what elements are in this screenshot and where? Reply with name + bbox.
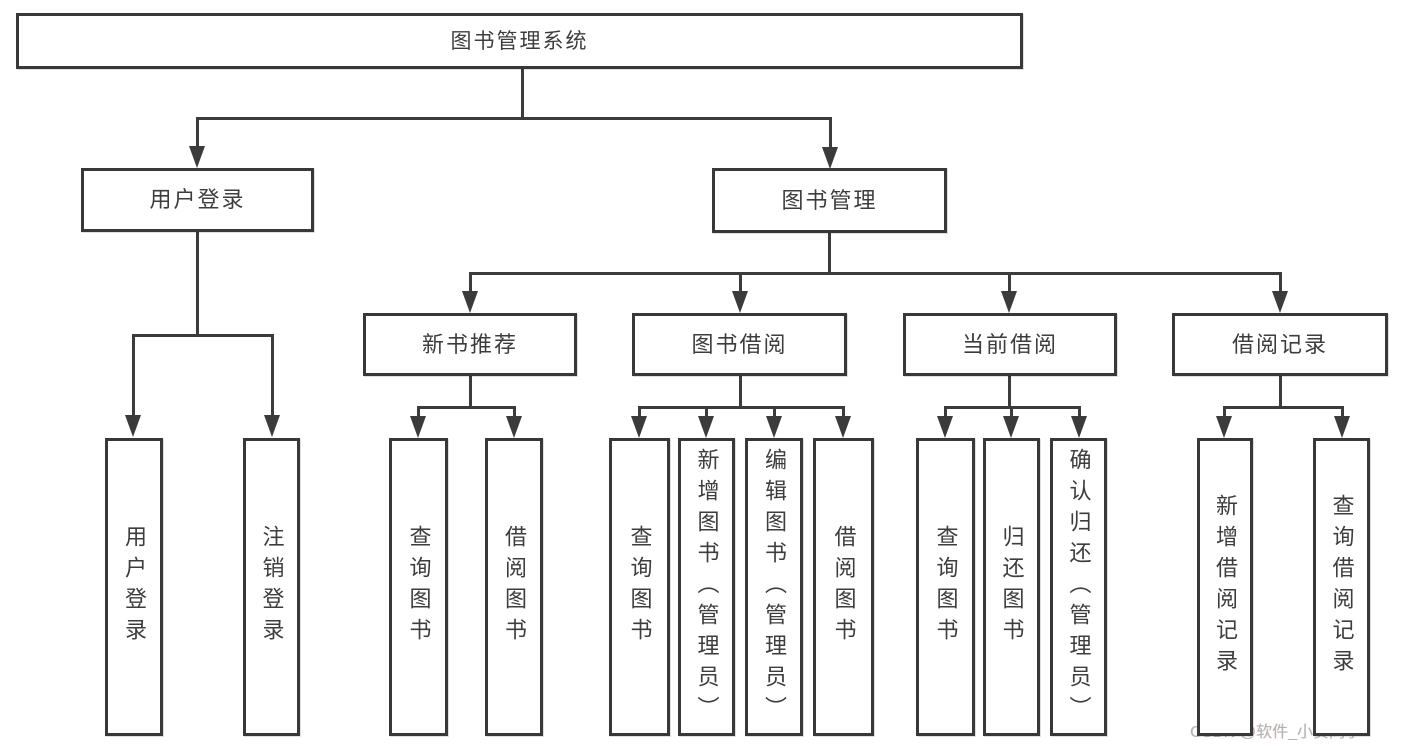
node-label-new-book-rec: 新书推荐	[421, 331, 518, 357]
connector-segment	[828, 117, 832, 148]
connector-segment	[468, 376, 472, 407]
node-label-confirm-return-admin: 确认归还（管理员）	[1066, 447, 1092, 727]
arrow-down-icon	[264, 415, 280, 437]
node-user-login: 用户登录	[81, 168, 314, 232]
node-label-query-borrow-record: 查询借阅记录	[1329, 494, 1355, 680]
node-edit-books-admin: 编辑图书（管理员）	[745, 438, 803, 736]
arrow-down-icon	[835, 416, 851, 438]
node-label-add-books-admin: 新增图书（管理员）	[694, 447, 720, 727]
node-label-add-borrow-record: 新增借阅记录	[1213, 494, 1238, 680]
node-user-login-action: 用户登录	[105, 438, 163, 736]
node-label-root: 图书管理系统	[450, 29, 589, 53]
node-label-book-mgmt: 图书管理	[781, 187, 878, 213]
node-book-mgmt: 图书管理	[712, 168, 947, 233]
arrow-down-icon	[732, 291, 748, 313]
node-borrow-books-action: 借阅图书	[813, 438, 874, 736]
connector-segment	[416, 406, 420, 417]
connector-segment	[1009, 406, 1013, 417]
node-label-user-login: 用户登录	[149, 187, 246, 212]
node-label-edit-books-admin: 编辑图书（管理员）	[762, 447, 787, 727]
node-add-books-admin: 新增图书（管理员）	[678, 438, 735, 736]
connector-segment	[943, 406, 947, 417]
arrow-down-icon	[1272, 291, 1288, 313]
connector-segment	[468, 271, 1282, 275]
arrow-down-icon	[698, 416, 714, 438]
connector-segment	[1222, 406, 1226, 417]
connector-segment	[512, 406, 516, 417]
node-label-book-borrow: 图书借阅	[691, 331, 788, 357]
node-label-return-books: 归还图书	[999, 525, 1025, 649]
connector-segment	[637, 406, 641, 417]
node-label-current-borrow: 当前借阅	[961, 331, 1058, 357]
node-label-borrow-books-new: 借阅图书	[502, 525, 527, 649]
connector-segment	[704, 406, 708, 417]
connector-segment	[270, 334, 274, 416]
connector-segment	[827, 233, 831, 273]
arrow-down-icon	[189, 146, 205, 168]
node-label-borrow-records: 借阅记录	[1231, 331, 1328, 357]
connector-segment	[841, 406, 845, 417]
node-label-logout-action: 注销登录	[259, 525, 285, 649]
node-label-query-books-current: 查询图书	[933, 525, 959, 649]
node-query-books-current: 查询图书	[916, 438, 975, 736]
connector-segment	[1340, 406, 1344, 417]
connector-segment	[195, 117, 199, 147]
arrow-down-icon	[125, 415, 141, 437]
arrow-down-icon	[1071, 416, 1087, 438]
node-root: 图书管理系统	[16, 13, 1023, 69]
arrow-down-icon	[631, 416, 647, 438]
connector-segment	[416, 405, 516, 409]
arrow-down-icon	[462, 291, 478, 313]
connector-segment	[1077, 406, 1081, 417]
node-label-query-books-borrow: 查询图书	[627, 525, 653, 649]
connector-segment	[637, 405, 845, 409]
connector-segment	[1278, 376, 1282, 407]
connector-segment	[468, 272, 472, 292]
arrow-down-icon	[1001, 291, 1017, 313]
connector-segment	[738, 272, 742, 292]
node-query-borrow-record: 查询借阅记录	[1313, 438, 1370, 736]
node-query-books-borrow: 查询图书	[609, 438, 670, 736]
connector-segment	[738, 376, 742, 407]
node-current-borrow: 当前借阅	[903, 313, 1117, 376]
connector-segment	[520, 69, 524, 118]
arrow-down-icon	[1003, 416, 1019, 438]
arrow-down-icon	[766, 416, 782, 438]
node-logout-action: 注销登录	[243, 438, 300, 736]
node-label-user-login-action: 用户登录	[122, 525, 147, 649]
connector-segment	[1007, 376, 1011, 407]
node-confirm-return-admin: 确认归还（管理员）	[1050, 438, 1107, 736]
connector-segment	[131, 333, 274, 337]
node-borrow-books-new: 借阅图书	[485, 438, 543, 736]
connector-segment	[131, 334, 135, 416]
node-return-books: 归还图书	[983, 438, 1040, 736]
arrow-down-icon	[410, 416, 426, 438]
connector-segment	[1278, 272, 1282, 292]
arrow-down-icon	[937, 416, 953, 438]
connector-segment	[195, 116, 832, 120]
connector-segment	[195, 232, 199, 335]
arrow-down-icon	[506, 416, 522, 438]
node-query-books-new: 查询图书	[389, 438, 448, 736]
node-label-borrow-books-action: 借阅图书	[831, 525, 857, 649]
node-add-borrow-record: 新增借阅记录	[1197, 438, 1253, 736]
node-book-borrow: 图书借阅	[632, 313, 847, 376]
node-borrow-records: 借阅记录	[1172, 313, 1388, 376]
arrow-down-icon	[1334, 416, 1350, 438]
connector-segment	[1007, 272, 1011, 292]
node-new-book-rec: 新书推荐	[363, 313, 577, 376]
node-label-query-books-new: 查询图书	[406, 525, 432, 649]
arrow-down-icon	[822, 147, 838, 169]
connector-segment	[1222, 405, 1344, 409]
arrow-down-icon	[1216, 416, 1232, 438]
connector-segment	[772, 406, 776, 417]
